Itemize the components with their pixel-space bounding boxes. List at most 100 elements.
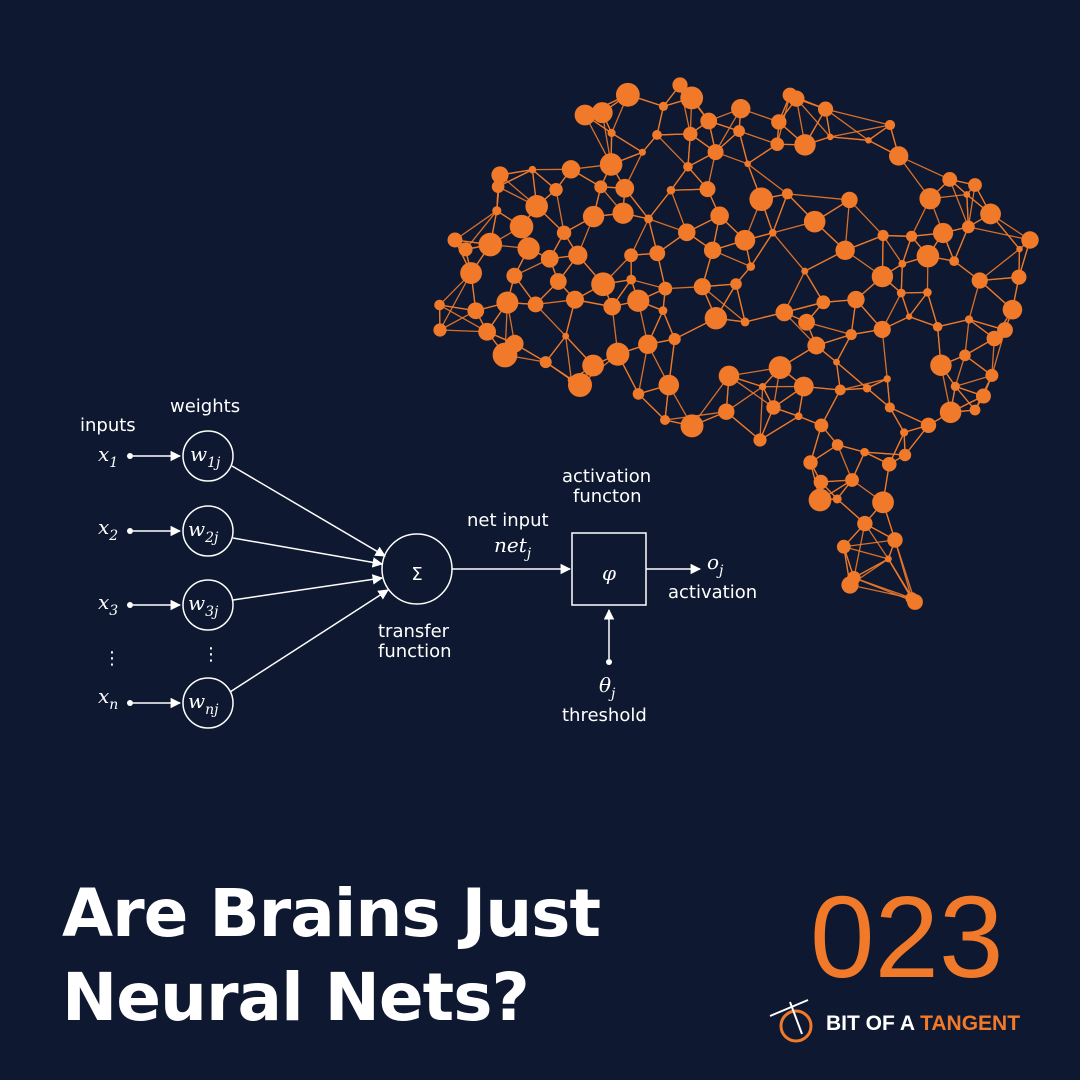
brain-node — [627, 289, 650, 312]
weight-node — [182, 677, 234, 729]
brain-node — [963, 191, 971, 198]
brain-node — [758, 382, 767, 391]
brain-node — [591, 272, 615, 297]
brain-edge — [830, 124, 891, 138]
brain-node — [460, 262, 482, 284]
brain-node — [939, 401, 962, 424]
brain-edge — [853, 577, 916, 603]
brain-edge — [864, 451, 906, 456]
brain-node — [556, 225, 572, 241]
brain-edge — [772, 193, 788, 234]
brain-node — [615, 82, 640, 107]
brain-node — [525, 195, 548, 218]
brain-node — [884, 119, 896, 131]
brain-node — [582, 205, 605, 228]
input-x2: x2 — [98, 515, 118, 544]
input-x1: x1 — [98, 442, 118, 471]
brain-node — [905, 313, 913, 320]
activation-function-label: activation — [562, 466, 651, 487]
brain-node — [768, 229, 777, 237]
brain-node — [923, 288, 932, 297]
brain-node — [718, 365, 740, 387]
brain-edge — [968, 226, 1031, 241]
brain-node — [766, 400, 781, 415]
weights-label: weights — [170, 396, 240, 417]
brain-node — [841, 191, 858, 209]
brain-edge — [825, 108, 869, 141]
brain-node — [478, 232, 503, 257]
episode-title: Are Brains Just Neural Nets? — [62, 872, 601, 1040]
weight-wnj: wnj — [188, 689, 219, 718]
brain-node — [478, 322, 496, 341]
brain-node — [873, 320, 891, 339]
brain-node — [496, 291, 519, 314]
brain-node — [434, 299, 445, 311]
brain-node — [798, 313, 816, 331]
brain-node — [949, 256, 960, 267]
inputs-label: inputs — [80, 415, 136, 436]
brain-node — [808, 488, 832, 512]
input-row-1: x1 w1j — [98, 430, 234, 482]
brain-node — [803, 455, 818, 470]
brain-node — [877, 229, 889, 242]
weight-to-sum-arrows — [229, 465, 389, 693]
brain-node — [680, 86, 704, 110]
brain-node — [835, 240, 855, 261]
brain-edge — [465, 210, 498, 250]
brain-edge — [439, 304, 488, 333]
brain-node — [594, 180, 608, 194]
brain-node — [730, 278, 742, 290]
brain-node — [638, 148, 646, 156]
brain-node — [817, 101, 834, 117]
brain-node — [549, 273, 567, 290]
sum-symbol: Σ — [411, 564, 422, 585]
brain-node — [985, 368, 999, 382]
brain-node — [884, 402, 895, 413]
brain-node — [896, 288, 906, 298]
brain-edge — [656, 134, 689, 168]
brain-node — [847, 290, 865, 309]
brain-edge — [949, 179, 969, 228]
brain-node — [826, 133, 834, 141]
brain-node — [770, 137, 785, 152]
brain-node — [539, 356, 552, 369]
brain-node — [644, 214, 653, 224]
brain-node — [871, 265, 894, 288]
brain-node — [528, 165, 537, 174]
brain-node — [793, 376, 814, 397]
brain-edge — [825, 108, 891, 126]
brain-node — [517, 237, 540, 260]
brain-edge — [555, 189, 565, 233]
brain-node — [831, 439, 844, 451]
brain-node — [920, 417, 937, 433]
output-oj: oj — [707, 550, 724, 579]
brain-node — [771, 114, 787, 130]
brain-node — [932, 222, 954, 244]
weight-node — [182, 505, 234, 557]
brain-node — [492, 342, 518, 368]
net-input-label: net input — [467, 510, 549, 531]
episode-number: 023 — [810, 872, 1004, 1002]
brain-node — [718, 403, 735, 420]
brain-node — [749, 187, 773, 212]
brain-node — [782, 87, 798, 103]
weight-w3j: w3j — [188, 591, 219, 620]
weight-ellipsis: ⋮ — [202, 644, 220, 665]
brain-node — [968, 178, 982, 192]
brain-node — [638, 334, 658, 355]
brain-node — [744, 160, 751, 168]
brain-node — [506, 267, 523, 284]
brain-node — [816, 295, 831, 310]
input-row-2: x2 w2j — [98, 505, 234, 557]
phi-symbol: φ — [602, 561, 616, 585]
brain-node — [562, 332, 570, 340]
brain-node — [668, 332, 681, 346]
brain-edge — [908, 316, 938, 328]
function-label: function — [378, 641, 452, 662]
brain-edge — [967, 184, 976, 227]
brain-edge — [454, 210, 498, 241]
brain-node — [458, 242, 473, 257]
brain-node — [942, 172, 958, 187]
brain-node — [467, 302, 485, 320]
brain-node — [549, 182, 563, 197]
